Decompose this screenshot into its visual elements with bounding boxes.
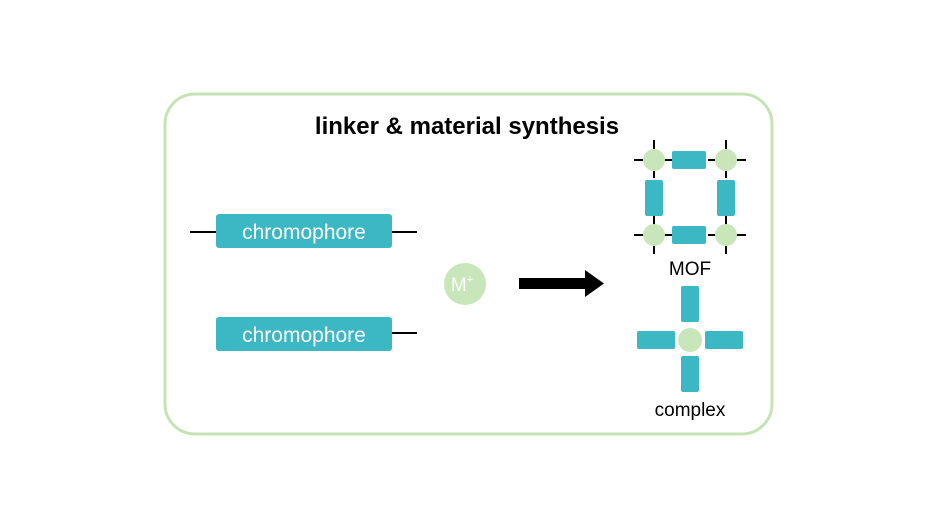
metal-ion-label: M+ <box>451 274 473 296</box>
complex-linker-right <box>705 331 743 349</box>
linker-monotopic: chromophore <box>216 317 417 351</box>
metal-ion-circle <box>444 263 486 305</box>
reaction-arrow <box>519 270 604 297</box>
complex-linker-left <box>637 331 675 349</box>
diagram-title: linker & material synthesis <box>315 113 619 140</box>
mof-node-top-right <box>715 149 737 171</box>
complex-structure <box>637 286 743 392</box>
mof-label: MOF <box>669 259 711 280</box>
mof-linker-top <box>672 151 706 169</box>
reaction-arrow-shaft <box>519 278 587 289</box>
diagram-frame <box>163 92 774 436</box>
chromophore-label-top: chromophore <box>242 221 366 244</box>
mof-node-bottom-left <box>643 224 665 246</box>
mof-linker-left <box>645 180 663 216</box>
linker-ditopic: chromophore <box>190 214 417 248</box>
chromophore-box-top <box>216 214 392 248</box>
mof-linker-bottom <box>672 226 706 244</box>
metal-ion: M+ <box>444 263 486 305</box>
reaction-arrow-head <box>585 270 604 297</box>
complex-label: complex <box>655 400 726 421</box>
mof-node-bottom-right <box>715 224 737 246</box>
complex-linker-bottom <box>681 356 699 392</box>
mof-structure <box>634 140 746 254</box>
complex-metal-node <box>678 328 702 352</box>
chromophore-box-bottom <box>216 317 392 351</box>
chromophore-label-bottom: chromophore <box>242 324 366 347</box>
mof-linker-right <box>717 180 735 216</box>
complex-linker-top <box>681 286 699 322</box>
mof-node-top-left <box>643 149 665 171</box>
